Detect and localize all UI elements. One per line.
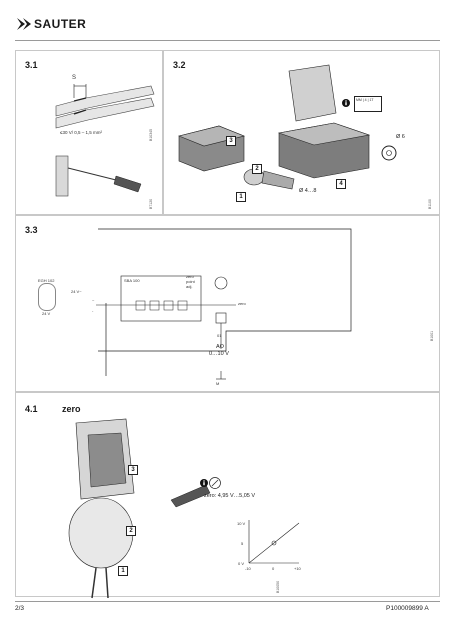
ao-range-label: 0…10 V bbox=[209, 351, 229, 357]
chart-x-label: -10 bbox=[245, 566, 251, 571]
ao-label: AO bbox=[216, 344, 224, 350]
footer-rule bbox=[15, 601, 440, 602]
sensor-bottom-label: 24 V bbox=[42, 311, 51, 316]
cable-diameter-label: Ø 4…8 bbox=[299, 188, 317, 194]
step-badge: 2 bbox=[126, 526, 136, 536]
figure-code: B7120 bbox=[149, 198, 153, 209]
terminal-label: MM | 4 | 1T bbox=[356, 98, 374, 102]
section-3-3: 3.3 EGH 102 24 V 24 V~ ~ - SBA 100 zero … bbox=[15, 215, 440, 392]
section-number: 3.2 bbox=[173, 60, 186, 70]
terminal-label: 01 bbox=[217, 333, 222, 338]
section-number: 3.3 bbox=[25, 225, 38, 235]
step-badge: 3 bbox=[226, 136, 236, 146]
section-4-1: 4.1 zero 1 2 3 zero: 4,95 V…5,05 V 10 V … bbox=[15, 392, 440, 599]
step-badge: 1 bbox=[236, 192, 246, 202]
chart-y-label: 5 bbox=[241, 541, 244, 546]
supply-label: 24 V~ bbox=[71, 289, 82, 294]
info-icon bbox=[342, 99, 350, 107]
section-number: 3.1 bbox=[25, 60, 38, 70]
wiring-diagram bbox=[96, 228, 352, 380]
ring-terminal-illustration bbox=[381, 145, 397, 161]
brand-name: SAUTER bbox=[34, 17, 87, 31]
step-badge: 3 bbox=[128, 465, 138, 475]
supply-label: - bbox=[92, 308, 94, 313]
sensor-symbol bbox=[38, 283, 56, 311]
section-title: zero bbox=[62, 404, 81, 414]
device-open-illustration bbox=[68, 418, 135, 599]
brand-logo: SAUTER bbox=[17, 17, 107, 31]
strip-length-label: S bbox=[72, 75, 77, 81]
brand-chevron-icon bbox=[17, 18, 31, 30]
screwdriver-illustration bbox=[55, 155, 142, 197]
wire-spec-label: ≤30 V/ 0,5 – 1,5 mm² bbox=[60, 130, 102, 135]
step-badge: 1 bbox=[118, 566, 128, 576]
figure-code: B10050 bbox=[276, 580, 280, 593]
supply-label: ~ bbox=[92, 298, 95, 303]
header-rule bbox=[15, 40, 440, 41]
earth-label: M bbox=[216, 381, 220, 386]
zero-adj-label: zero point adj. bbox=[186, 274, 195, 289]
ring-diameter-label: Ø 6 bbox=[396, 134, 405, 140]
terminal-label-box: MM | 4 | 1T bbox=[354, 96, 382, 112]
zero-spec-label: zero: 4,95 V…5,05 V bbox=[204, 493, 256, 499]
step-badge: 4 bbox=[336, 179, 346, 189]
screwdriver-illustration bbox=[170, 484, 211, 508]
page-number: 2/3 bbox=[15, 605, 25, 612]
section-3-2: 3.2 1 2 3 4 Ø 4…8 Ø 6 MM | 4 | 1T B1100 bbox=[163, 50, 440, 215]
zero-characteristic-chart bbox=[248, 520, 300, 564]
chart-y-label: 10 V bbox=[237, 521, 246, 526]
housing-open-illustration bbox=[277, 64, 371, 179]
cable-strip-illustration bbox=[55, 84, 155, 129]
chart-x-label: +10 bbox=[294, 566, 301, 571]
sensor-top-label: EGH 102 bbox=[38, 278, 55, 283]
figure-code: B1001 bbox=[430, 330, 434, 341]
document-id: P100009899 A bbox=[386, 605, 429, 612]
chart-y-label: 0 V bbox=[238, 561, 245, 566]
block-label: SBA 100 bbox=[124, 278, 140, 283]
meter-icon bbox=[209, 477, 221, 489]
chart-x-label: 0 bbox=[272, 566, 275, 571]
section-3-1: 3.1 S ≤30 V/ 0,5 – 1,5 mm² B10345 B7120 bbox=[15, 50, 163, 215]
zero-output-label: zero bbox=[238, 301, 246, 306]
section-number: 4.1 bbox=[25, 404, 38, 414]
info-icon bbox=[200, 479, 208, 487]
figure-code: B1100 bbox=[428, 199, 432, 209]
figure-code: B10345 bbox=[149, 128, 153, 141]
step-badge: 2 bbox=[252, 164, 262, 174]
